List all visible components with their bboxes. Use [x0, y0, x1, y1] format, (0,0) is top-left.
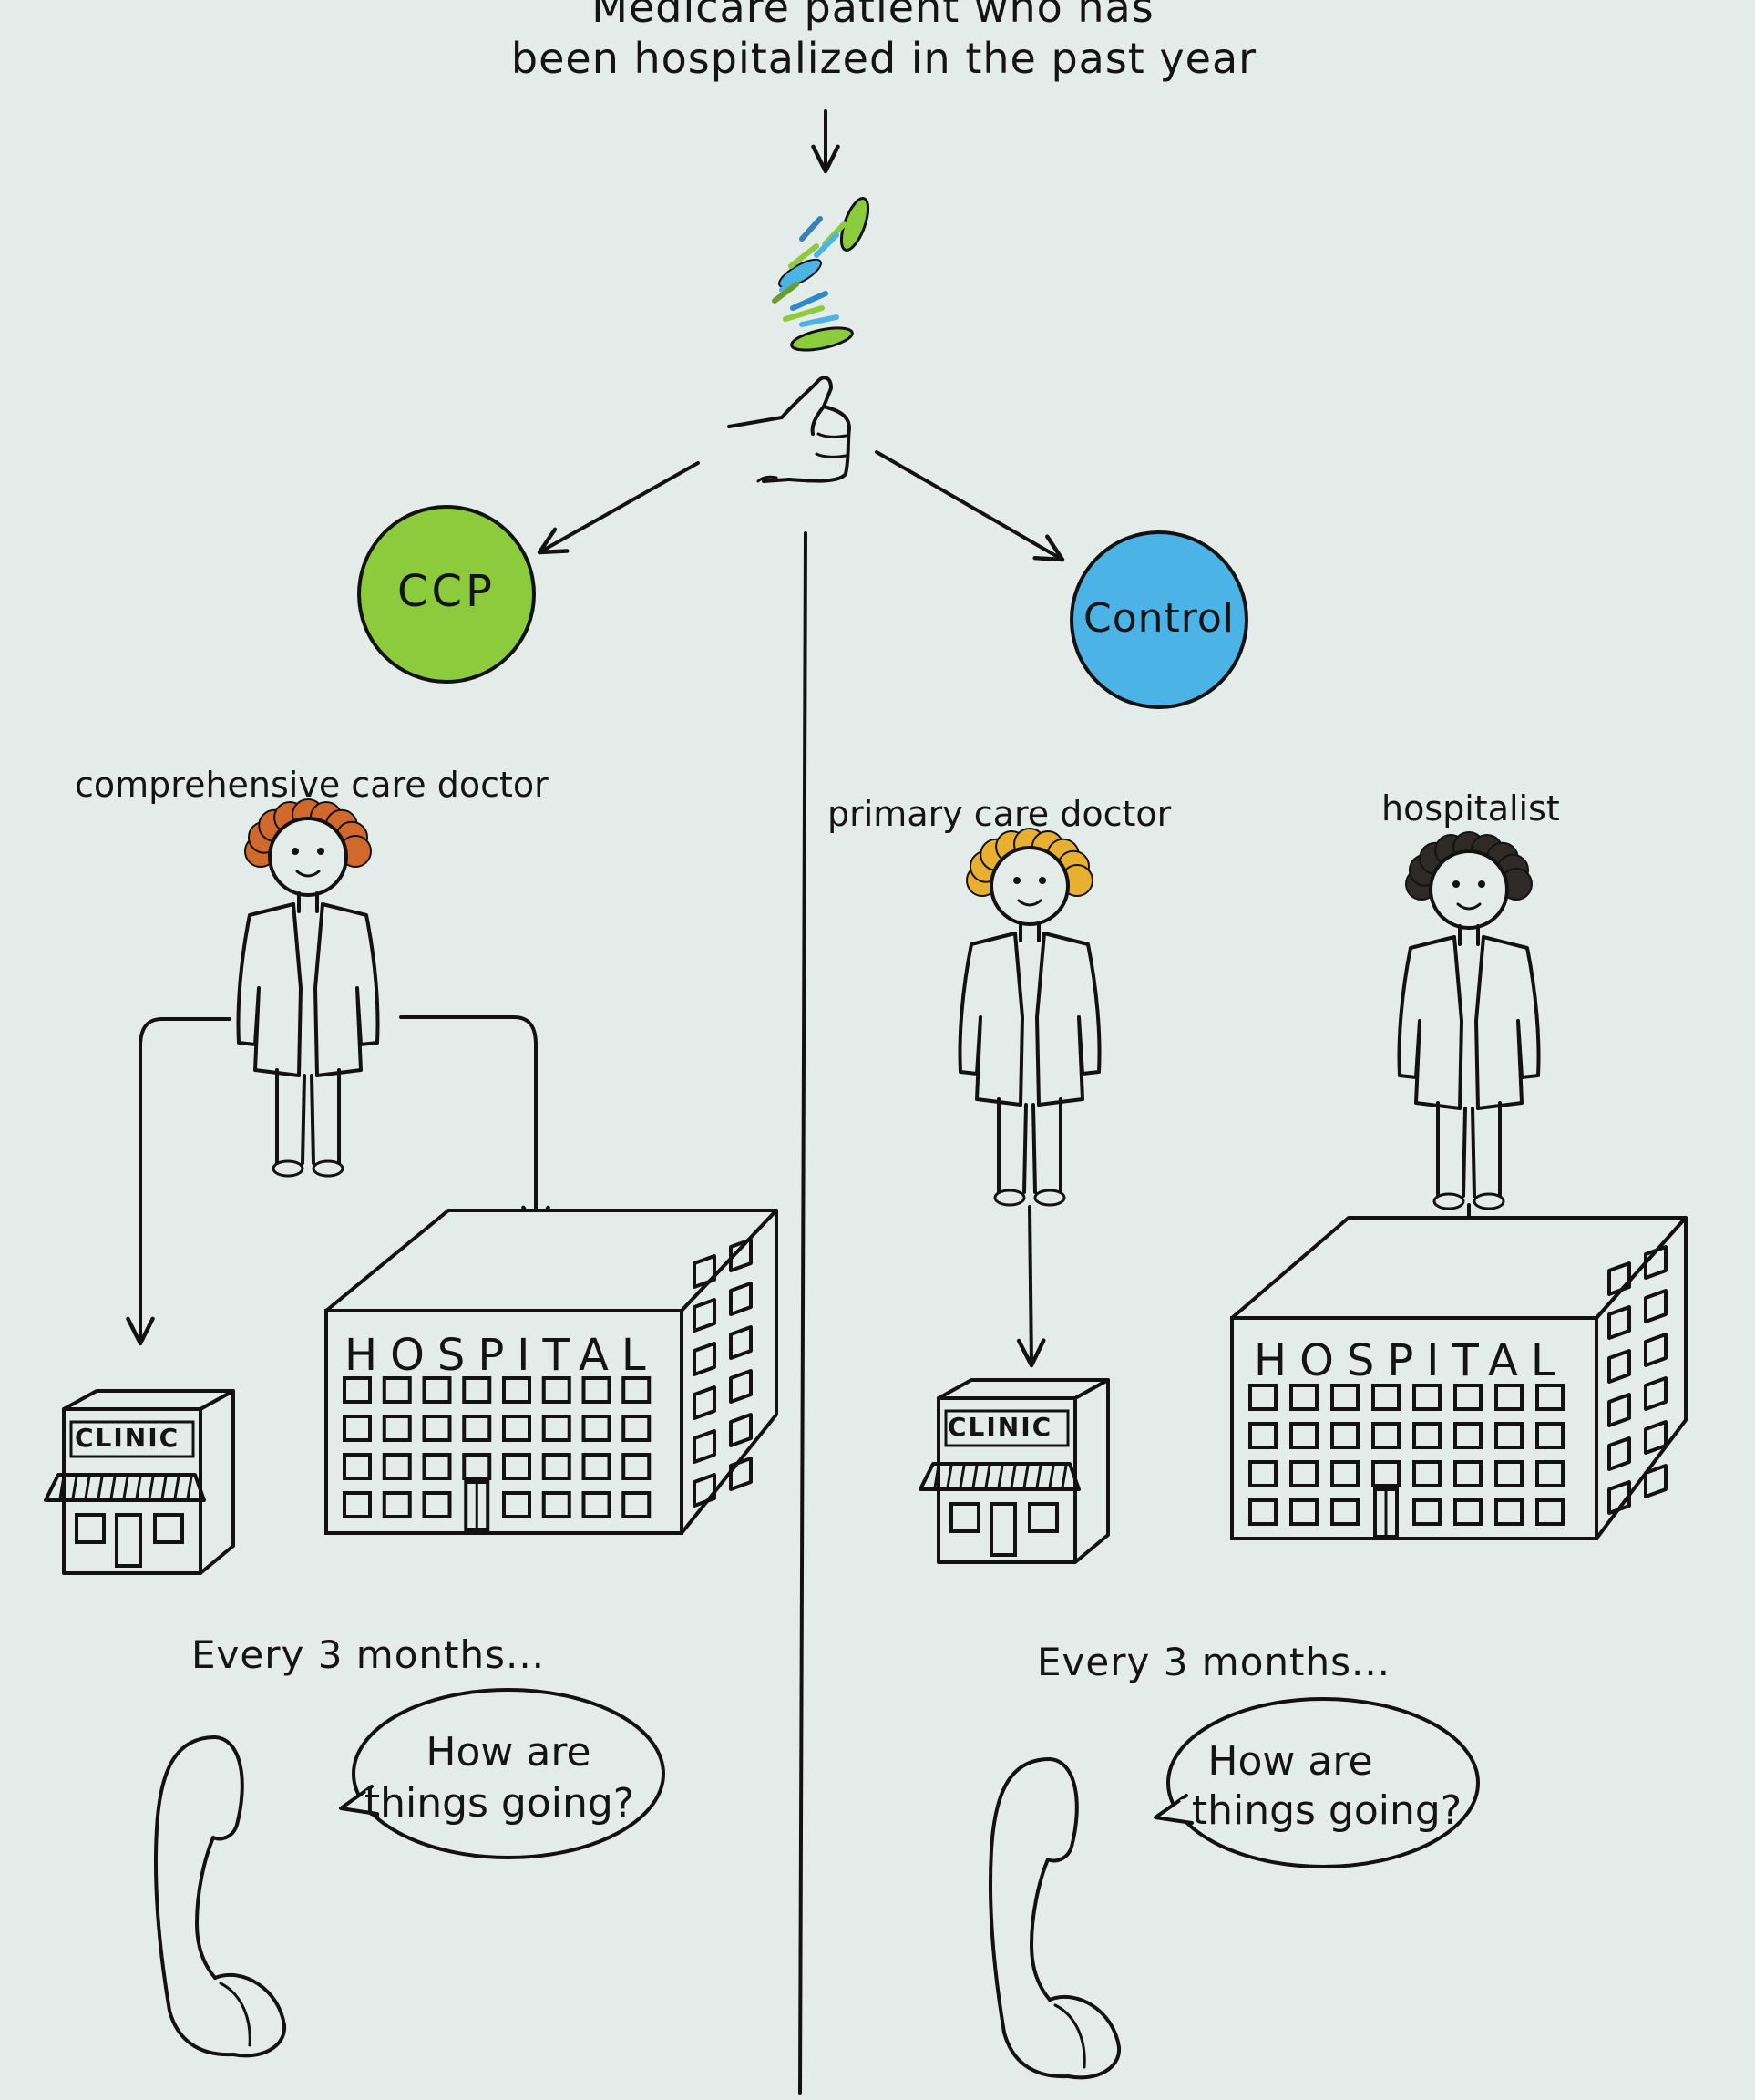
- ccp-call-line-2: things going?: [364, 1780, 635, 1827]
- ccp-group-circle: [357, 505, 536, 684]
- control-group-label: Control: [1083, 595, 1236, 642]
- control-hospital-sign: HOSPITAL: [1254, 1335, 1568, 1386]
- pcp-role-label: primary care doctor: [827, 794, 1172, 834]
- arrow-to-control-group: [875, 450, 1065, 562]
- coin-flip-icon: [772, 197, 870, 352]
- ccp-hospital-sign: HOSPITAL: [344, 1330, 659, 1381]
- ccp-telephone-icon-handset: [153, 1735, 287, 2058]
- control-group-circle: [1070, 530, 1248, 709]
- arrow-ccp-doctor-to-hospital: [399, 1015, 550, 1235]
- control-call-line-1: How are: [1207, 1738, 1373, 1785]
- title-line-2: been hospitalized in the past year: [510, 34, 1257, 83]
- ccp-followup-label: Every 3 months...: [191, 1632, 546, 1677]
- control-telephone-icon: [988, 1697, 1480, 2080]
- title-line-1: Medicare patient who has: [591, 0, 1155, 32]
- control-clinic-sign: CLINIC: [948, 1412, 1053, 1442]
- hospitalist-role-label: hospitalist: [1381, 788, 1560, 829]
- ccp-clinic-sign: CLINIC: [75, 1423, 180, 1453]
- ccp-group-label: CCP: [397, 566, 496, 617]
- arrow-pcp-to-clinic: [1016, 1205, 1046, 1368]
- pcp-doctor-figure: [958, 828, 1102, 1207]
- arrow-to-ccp-group: [537, 461, 700, 555]
- control-telephone-icon-speech-bubble: [1154, 1697, 1480, 1868]
- ccp-hospital-building-icon: [324, 1209, 778, 1535]
- control-hospital-building-icon: [1230, 1216, 1688, 1540]
- control-followup-label: Every 3 months...: [1037, 1640, 1391, 1684]
- ccp-call-line-1: How are: [426, 1729, 591, 1776]
- ccp-clinic-building-icon: [44, 1389, 235, 1575]
- control-clinic-building-icon: [919, 1378, 1110, 1564]
- thumb-flip-hand-icon: [727, 376, 851, 483]
- control-telephone-icon-handset: [988, 1757, 1122, 2080]
- hospitalist-doctor-figure: [1397, 831, 1541, 1210]
- arrow-ccp-doctor-to-clinic: [126, 1017, 231, 1346]
- ccp-doctor-figure: [236, 798, 380, 1178]
- ccp-telephone-icon-speech-bubble: [339, 1688, 665, 1859]
- center-divider-line: [798, 531, 807, 2095]
- ccp-telephone-icon: [153, 1688, 665, 2058]
- ccp-doctor-role-label: comprehensive care doctor: [75, 765, 549, 805]
- control-call-line-2: things going?: [1191, 1787, 1462, 1834]
